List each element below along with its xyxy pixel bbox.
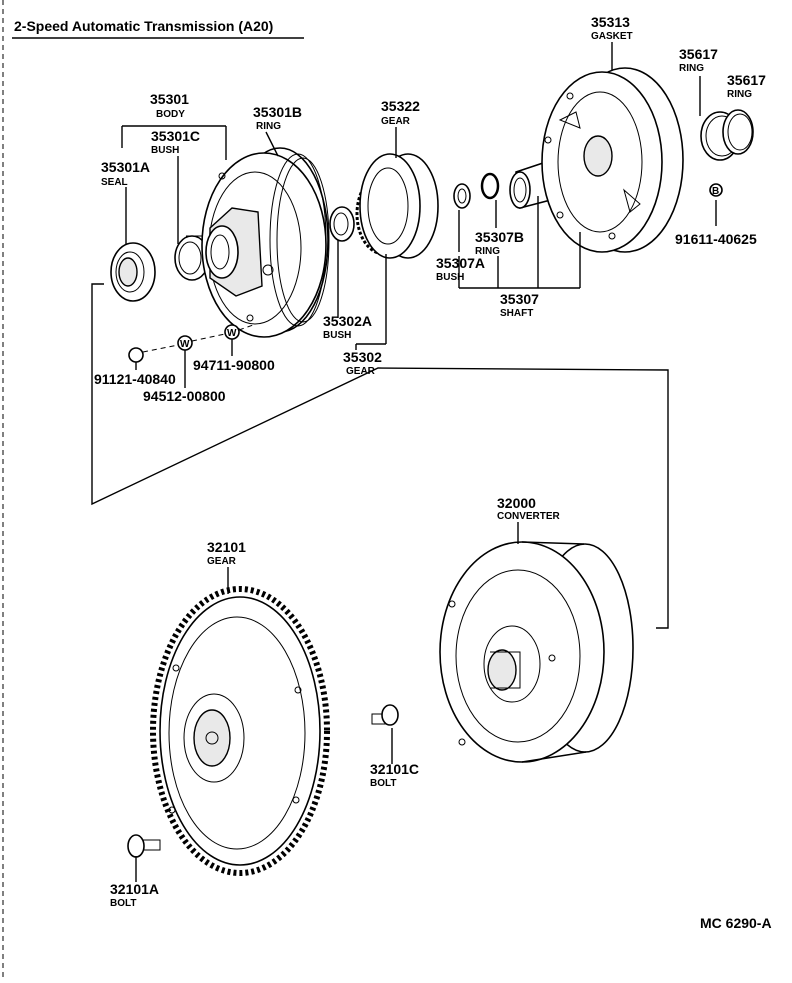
part-label-35301a: 35301A SEAL bbox=[101, 159, 150, 188]
bush-35302a-drawing bbox=[329, 206, 355, 242]
seal-35301a-drawing bbox=[110, 242, 156, 302]
part-label-35301: 35301 BODY bbox=[150, 91, 189, 120]
svg-text:CONVERTER: CONVERTER bbox=[497, 511, 561, 522]
part-label-35307: 35307 SHAFT bbox=[500, 291, 539, 319]
svg-text:BUSH: BUSH bbox=[323, 330, 351, 341]
svg-text:35301: 35301 bbox=[150, 91, 189, 107]
part-label-35313: 35313 GASKET bbox=[591, 14, 633, 42]
bolt-32101a-drawing bbox=[127, 834, 161, 858]
leader-lines bbox=[91, 42, 717, 882]
svg-text:RING: RING bbox=[679, 63, 704, 74]
fastener-dash-line bbox=[142, 344, 179, 353]
part-label-32101a: 32101A BOLT bbox=[110, 881, 159, 909]
part-label-35301b: 35301B RING bbox=[253, 104, 302, 132]
pump-body-35301-drawing bbox=[201, 147, 329, 338]
svg-text:35307: 35307 bbox=[500, 291, 539, 307]
fastener-label-91121: 91121-40840 bbox=[94, 371, 176, 387]
svg-text:35322: 35322 bbox=[381, 98, 420, 114]
part-label-35307b: 35307B RING bbox=[475, 229, 524, 257]
bolt-symbol-91121 bbox=[128, 347, 144, 363]
svg-text:RING: RING bbox=[256, 121, 281, 132]
svg-text:35301B: 35301B bbox=[253, 104, 302, 120]
fastener-dash-line bbox=[191, 333, 226, 342]
part-label-35322: 35322 GEAR bbox=[381, 98, 420, 127]
fastener-label-94711: 94711-90800 bbox=[193, 357, 275, 373]
svg-text:BOLT: BOLT bbox=[370, 778, 396, 789]
part-label-35301c: 35301C BUSH bbox=[151, 128, 200, 156]
svg-text:SEAL: SEAL bbox=[101, 177, 128, 188]
bolt-32101c-drawing bbox=[371, 704, 399, 726]
flywheel-gear-32101-drawing bbox=[150, 586, 330, 876]
svg-text:35302: 35302 bbox=[343, 349, 382, 365]
ring-35301b-drawing bbox=[269, 153, 330, 327]
svg-text:35617: 35617 bbox=[679, 46, 718, 62]
part-label-32101c: 32101C BOLT bbox=[370, 761, 419, 789]
svg-text:BUSH: BUSH bbox=[151, 145, 179, 156]
svg-text:35313: 35313 bbox=[591, 14, 630, 30]
svg-text:RING: RING bbox=[727, 89, 752, 100]
svg-text:35302A: 35302A bbox=[323, 313, 372, 329]
ring-35307b-drawing bbox=[480, 172, 500, 200]
fastener-label-91611: 91611-40625 bbox=[675, 231, 757, 247]
part-label-32000: 32000 CONVERTER bbox=[497, 495, 561, 522]
part-label-35302a: 35302A BUSH bbox=[323, 313, 372, 341]
svg-text:32101A: 32101A bbox=[110, 881, 159, 897]
svg-text:35307A: 35307A bbox=[436, 255, 485, 271]
gear-35322-drawing bbox=[359, 153, 439, 259]
svg-text:32101C: 32101C bbox=[370, 761, 419, 777]
figure-code: MC 6290-A bbox=[700, 915, 772, 931]
svg-text:BUSH: BUSH bbox=[436, 272, 464, 283]
svg-text:BOLT: BOLT bbox=[110, 898, 136, 909]
fastener-label-94512: 94512-00800 bbox=[143, 388, 226, 404]
svg-text:35301C: 35301C bbox=[151, 128, 200, 144]
converter-32000-drawing bbox=[439, 541, 634, 763]
part-label-35617-b: 35617 RING bbox=[727, 72, 766, 100]
svg-text:32000: 32000 bbox=[497, 495, 536, 511]
part-label-35307a: 35307A BUSH bbox=[436, 255, 485, 283]
fastener-dash-line bbox=[238, 323, 257, 331]
washer-symbol-label-2: W bbox=[227, 328, 237, 339]
svg-text:GEAR: GEAR bbox=[381, 116, 411, 127]
gasket-35313-pump-cover-drawing bbox=[541, 67, 684, 253]
ring-35617-inner-drawing bbox=[722, 109, 754, 155]
part-label-35302: 35302 GEAR bbox=[343, 349, 382, 377]
part-label-35617-a: 35617 RING bbox=[679, 46, 718, 74]
diagram-title: 2-Speed Automatic Transmission (A20) bbox=[14, 18, 273, 34]
svg-text:RING: RING bbox=[475, 246, 500, 257]
bolt-symbol-label: B bbox=[712, 186, 719, 197]
bush-35307a-drawing bbox=[453, 183, 471, 209]
part-label-32101: 32101 GEAR bbox=[207, 539, 246, 567]
washer-symbol-label: W bbox=[180, 339, 190, 350]
svg-text:GEAR: GEAR bbox=[207, 556, 237, 567]
svg-text:SHAFT: SHAFT bbox=[500, 308, 533, 319]
svg-text:32101: 32101 bbox=[207, 539, 246, 555]
svg-text:GEAR: GEAR bbox=[346, 366, 376, 377]
bolt-symbol-91611 bbox=[709, 183, 723, 197]
svg-text:35617: 35617 bbox=[727, 72, 766, 88]
svg-text:35307B: 35307B bbox=[475, 229, 524, 245]
svg-text:35301A: 35301A bbox=[101, 159, 150, 175]
svg-text:BODY: BODY bbox=[156, 109, 185, 120]
svg-text:GASKET: GASKET bbox=[591, 31, 633, 42]
